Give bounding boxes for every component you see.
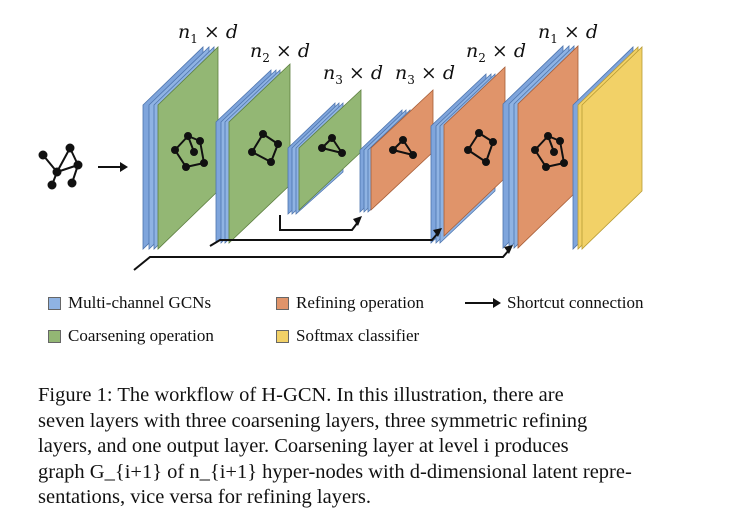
legend-item-shortcut: Shortcut connection (465, 293, 643, 313)
shortcut-connection-1-6 (133, 249, 510, 271)
arrowhead (353, 216, 362, 226)
legend-item-refining: Refining operation (276, 293, 424, 313)
graph-icon (171, 132, 208, 171)
layer-5-refining (430, 66, 506, 244)
dim-label-5: n2×d (466, 40, 526, 65)
legend-item-softmax: Softmax classifier (276, 326, 419, 346)
caption-line-1: Figure 1: The workflow of H-GCN. In this… (38, 384, 564, 406)
layer-3-coarsening (287, 89, 362, 215)
shortcut-connection-3-4 (279, 215, 359, 231)
figure-caption: Figure 1: The workflow of H-GCN. In this… (38, 383, 678, 511)
dim-label-3: n3×d (323, 62, 383, 87)
graph-icon (531, 132, 568, 171)
legend-label-shortcut: Shortcut connection (507, 293, 644, 312)
dim-label-2: n2×d (250, 40, 310, 65)
dim-label-4: n3×d (395, 62, 455, 87)
legend: Multi-channel GCNs Refining operation Sh… (0, 288, 751, 348)
arrowhead (504, 245, 513, 254)
input-graph-icon (38, 143, 83, 190)
softmax-swatch (276, 329, 289, 343)
caption-line-4: graph G_{i+1} of n_{i+1} hyper-nodes wit… (38, 460, 632, 483)
dim-label-1: n1×d (178, 21, 238, 46)
caption-line-3: layers, and one output layer. Coarsening… (38, 435, 569, 457)
layer-1-coarsening (142, 46, 219, 250)
gcn-swatch (48, 296, 61, 310)
legend-item-gcn: Multi-channel GCNs (48, 293, 211, 313)
graph-icon (318, 134, 346, 157)
caption-line-5: sentations, vice versa for refining laye… (38, 486, 372, 508)
coarsening-swatch (48, 329, 61, 343)
graph-icon (389, 136, 417, 159)
shortcut-connection-2-5 (209, 232, 439, 247)
input-arrow (98, 162, 128, 172)
layer-6-refining (502, 45, 579, 249)
layer-2-coarsening (215, 63, 291, 244)
graph-icon (464, 129, 497, 166)
hgcn-workflow-diagram: n1×d n2×d n3×d n3×d n2×d n1×d (38, 21, 643, 271)
legend-item-coarsening: Coarsening operation (48, 326, 214, 346)
legend-label-coarsening: Coarsening operation (68, 326, 214, 345)
legend-label-refining: Refining operation (296, 293, 424, 312)
arrowhead (433, 228, 442, 237)
refining-swatch (276, 296, 289, 310)
shortcut-arrow-icon (465, 298, 501, 308)
layer-7-softmax (572, 46, 643, 250)
caption-line-2: seven layers with three coarsening layer… (38, 409, 588, 432)
legend-label-gcn: Multi-channel GCNs (68, 293, 212, 312)
dim-label-6: n1×d (538, 21, 598, 46)
layer-4-refining (359, 89, 434, 213)
legend-label-softmax: Softmax classifier (296, 326, 420, 345)
graph-icon (248, 130, 282, 166)
